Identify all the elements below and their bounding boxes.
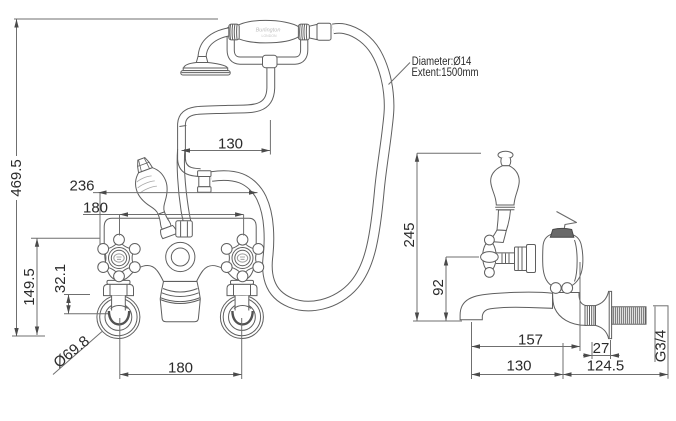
svg-text:130: 130 — [218, 136, 243, 153]
svg-text:LONDON: LONDON — [262, 34, 277, 38]
svg-text:27: 27 — [593, 340, 610, 357]
svg-text:180: 180 — [83, 200, 108, 217]
svg-text:469.5: 469.5 — [8, 159, 25, 197]
svg-text:130: 130 — [506, 358, 531, 375]
svg-text:157: 157 — [518, 332, 543, 349]
svg-text:G3/4: G3/4 — [652, 330, 669, 363]
svg-text:180: 180 — [168, 360, 193, 377]
svg-text:Diameter:Ø14: Diameter:Ø14 — [412, 54, 472, 68]
svg-text:236: 236 — [69, 178, 94, 195]
svg-text:149.5: 149.5 — [21, 268, 38, 306]
svg-text:Burlington: Burlington — [256, 28, 281, 34]
svg-text:124.5: 124.5 — [587, 358, 625, 375]
svg-text:32.1: 32.1 — [52, 264, 69, 293]
svg-text:Extent:1500mm: Extent:1500mm — [412, 65, 479, 79]
svg-text:92: 92 — [430, 279, 447, 296]
svg-text:245: 245 — [401, 222, 418, 247]
